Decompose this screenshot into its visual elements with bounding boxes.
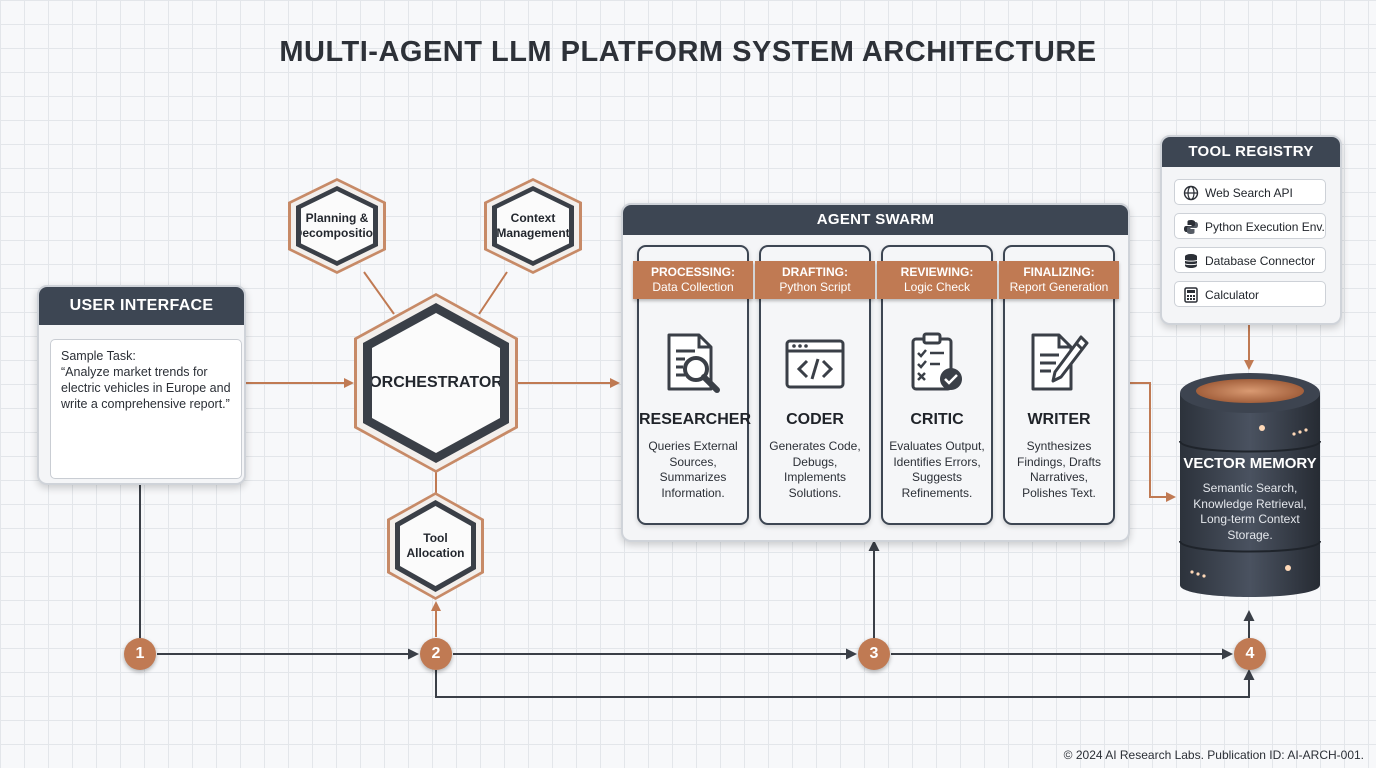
user-interface-panel: USER INTERFACE Sample Task: “Analyze mar…	[37, 285, 246, 485]
code-window-icon	[785, 339, 845, 389]
tool-item-python: Python Execution Env.	[1174, 213, 1326, 239]
tool-item-database: Database Connector	[1174, 247, 1326, 273]
context-management-node: Context Management	[484, 178, 582, 274]
agent-name: RESEARCHER	[639, 411, 752, 428]
agent-stage-band: FINALIZING: Report Generation	[999, 261, 1119, 299]
agent-stage: PROCESSING:	[650, 265, 735, 279]
sample-task-label: Sample Task:	[61, 349, 136, 363]
tool-label: Database Connector	[1205, 254, 1316, 268]
tool-label: Calculator	[1205, 288, 1260, 302]
agent-stage-band: DRAFTING: Python Script	[755, 261, 875, 299]
agent-description: Queries External Sources, Summarizes Inf…	[648, 439, 738, 500]
agent-task: Data Collection	[652, 280, 734, 294]
tool-label: Python Execution Env.	[1205, 220, 1325, 234]
vector-memory-description: Semantic Search, Knowledge Retrieval, Lo…	[1193, 481, 1307, 542]
agent-stage: FINALIZING:	[1023, 265, 1095, 279]
user-interface-title: USER INTERFACE	[39, 287, 244, 325]
agent-name: CODER	[786, 411, 844, 428]
context-management-label: Context Management	[497, 191, 569, 261]
python-icon	[1184, 220, 1198, 234]
agent-stage-band: PROCESSING: Data Collection	[633, 261, 753, 299]
planning-decomposition-node: Planning & Decomposition	[288, 178, 386, 274]
vector-memory-title: VECTOR MEMORY	[1183, 455, 1317, 472]
agent-card-critic: REVIEWING: Logic Check CRITIC Evaluates …	[877, 245, 997, 525]
context-connector	[478, 271, 508, 315]
step-1-marker: 1	[124, 638, 156, 670]
agent-stage-band: REVIEWING: Logic Check	[877, 261, 997, 299]
document-pen-icon	[1031, 333, 1089, 391]
planning-connector	[363, 271, 395, 315]
orchestrator-node: ORCHESTRATOR	[354, 293, 518, 473]
tool-item-calculator: Calculator	[1174, 281, 1326, 307]
agent-stage: REVIEWING:	[900, 265, 974, 279]
document-search-icon	[667, 333, 720, 393]
vector-memory-database-icon	[1179, 373, 1321, 597]
calculator-icon	[1184, 287, 1198, 303]
orchestrator-label: ORCHESTRATOR	[372, 313, 500, 453]
copyright-notice: © 2024 AI Research Labs. Publication ID:…	[1063, 748, 1364, 762]
tool-item-web-search: Web Search API	[1174, 179, 1326, 205]
agent-swarm-panel: AGENT SWARM PROCESSING: Data Collection …	[621, 203, 1130, 542]
step-2-marker: 2	[420, 638, 452, 670]
swarm-to-memory-arrow	[1128, 382, 1176, 502]
planning-decomposition-label: Planning & Decomposition	[301, 191, 373, 261]
agent-card-researcher: PROCESSING: Data Collection RESEARCHER Q…	[633, 245, 753, 525]
sample-task-text: “Analyze market trends for electric vehi…	[61, 365, 231, 411]
tool-label: Web Search API	[1205, 186, 1293, 200]
tool-registry-title: TOOL REGISTRY	[1162, 137, 1340, 167]
agent-description: Synthesizes Findings, Drafts Narratives,…	[1016, 439, 1102, 500]
step-4-marker: 4	[1234, 638, 1266, 670]
agent-swarm-title: AGENT SWARM	[623, 205, 1128, 235]
agent-task: Report Generation	[1009, 280, 1109, 294]
sample-task-box: Sample Task: “Analyze market trends for …	[50, 339, 242, 479]
checklist-icon	[911, 332, 962, 391]
agent-stage: DRAFTING:	[782, 265, 848, 279]
database-icon	[1184, 254, 1198, 268]
agent-card-coder: DRAFTING: Python Script CODER Generates …	[755, 245, 875, 525]
agent-card-writer: FINALIZING: Report Generation WRITER Syn…	[999, 245, 1119, 525]
step2-to-step4-loop-arrow	[435, 669, 1255, 698]
globe-icon	[1183, 185, 1199, 201]
step-3-marker: 3	[858, 638, 890, 670]
agent-name: CRITIC	[910, 411, 964, 428]
agent-task: Python Script	[779, 280, 851, 294]
tool-registry-panel: TOOL REGISTRY Web Search API Python Exec…	[1160, 135, 1342, 325]
agent-name: WRITER	[1027, 411, 1091, 428]
diagram-title: MULTI-AGENT LLM PLATFORM SYSTEM ARCHITEC…	[279, 36, 1097, 68]
agent-task: Logic Check	[903, 280, 971, 294]
agent-description: Evaluates Output, Identifies Errors, Sug…	[889, 439, 985, 500]
agent-description: Generates Code, Debugs, Implements Solut…	[769, 439, 861, 500]
